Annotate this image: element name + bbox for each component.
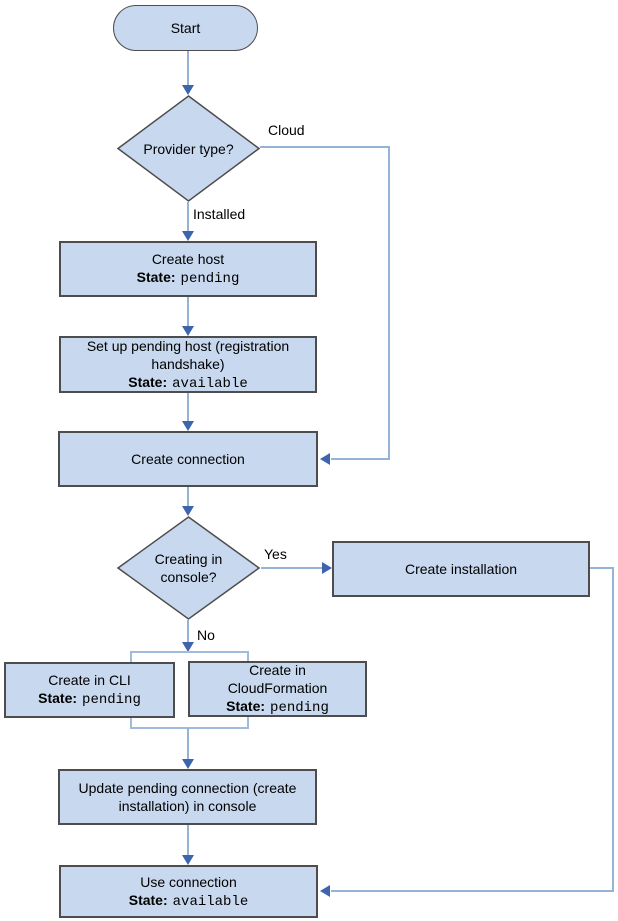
state-value: pending	[82, 692, 141, 708]
edge-installation-down-line	[612, 567, 614, 891]
node-create-in-cli-title: Create in CLI	[48, 672, 131, 688]
state-value: pending	[180, 271, 240, 287]
edge-setup-connection-line	[187, 393, 189, 422]
node-use-connection-state: State:available	[129, 891, 249, 911]
state-value: available	[172, 375, 248, 392]
arrow-down-icon	[182, 231, 194, 241]
diamond-shape	[117, 95, 260, 202]
edge-merge-update-line	[187, 728, 189, 759]
arrow-down-icon	[182, 326, 194, 336]
node-create-connection: Create connection	[58, 431, 318, 487]
node-create-installation-title: Create installation	[404, 561, 518, 577]
node-create-in-cli: Create in CLI State:pending	[4, 662, 175, 718]
node-creating-in-console-decision: Creating in console?	[117, 516, 260, 620]
arrow-down-icon	[182, 759, 194, 769]
edge-label-yes: Yes	[264, 546, 287, 562]
node-create-host-title: Create host	[151, 251, 225, 267]
split-bracket-bottom-line	[130, 727, 249, 729]
arrow-down-icon	[182, 506, 194, 516]
split-bracket-top-line	[130, 651, 249, 653]
arrow-right-icon	[322, 562, 332, 574]
edge-installation-exit-line	[590, 567, 614, 569]
arrow-left-icon	[320, 885, 330, 897]
node-creating-in-console-line2: console?	[160, 569, 217, 585]
node-start: Start	[113, 5, 258, 51]
state-label: State:	[38, 690, 78, 706]
node-setup-pending-host: Set up pending host (registration handsh…	[59, 336, 317, 393]
node-update-pending-connection-line1: Update pending connection (create	[78, 780, 297, 796]
edge-cloud-into-connection-line	[331, 458, 390, 460]
state-label: State:	[128, 891, 168, 908]
edge-installed-line	[187, 202, 189, 232]
edge-label-installed: Installed	[193, 206, 246, 222]
arrow-down-icon	[182, 85, 194, 95]
node-create-in-cli-state: State:pending	[38, 689, 141, 709]
edge-cloud-horizontal-line	[260, 146, 390, 148]
state-label: State:	[136, 269, 176, 285]
state-value: available	[172, 893, 249, 910]
node-start-label: Start	[170, 20, 201, 36]
node-create-installation: Create installation	[332, 541, 590, 597]
node-provider-type-label: Provider type?	[143, 140, 234, 157]
node-create-in-cloudformation: Create in CloudFormation State:pending	[188, 661, 367, 717]
arrow-down-icon	[182, 421, 194, 431]
edge-installation-into-use-line	[331, 890, 614, 892]
arrow-left-icon	[320, 453, 330, 465]
diamond-shape	[117, 516, 260, 620]
edge-update-use-line	[187, 825, 189, 856]
node-create-host-state: State:pending	[137, 268, 240, 288]
node-create-in-cloudformation-line2: CloudFormation	[227, 680, 328, 696]
arrow-down-icon	[182, 855, 194, 865]
node-use-connection-title: Use connection	[140, 873, 237, 890]
state-value: pending	[270, 700, 329, 716]
node-create-in-cloudformation-line1: Create in	[249, 662, 306, 678]
node-creating-in-console-line1: Creating in	[154, 551, 223, 567]
edge-cloud-vertical-line	[388, 146, 390, 459]
node-setup-pending-host-line2: handshake)	[151, 355, 225, 372]
edge-yes-line	[261, 567, 323, 569]
node-create-host: Create host State:pending	[59, 241, 317, 297]
node-setup-pending-host-state: State:available	[128, 373, 248, 393]
edge-no-line	[187, 620, 189, 643]
state-label: State:	[226, 698, 266, 714]
edge-connection-console-line	[187, 487, 189, 507]
node-use-connection: Use connection State:available	[59, 865, 318, 918]
edge-host-setup-line	[187, 297, 189, 327]
node-update-pending-connection-line2: installation) in console	[118, 798, 257, 814]
node-update-pending-connection: Update pending connection (create instal…	[58, 769, 317, 825]
node-setup-pending-host-line1: Set up pending host (registration	[86, 337, 290, 354]
edge-label-no: No	[197, 627, 215, 643]
node-provider-type-decision: Provider type?	[117, 95, 260, 202]
edge-label-cloud: Cloud	[268, 122, 305, 138]
node-create-in-cloudformation-state: State:pending	[226, 697, 329, 717]
arrow-down-icon	[182, 642, 194, 652]
node-create-connection-title: Create connection	[131, 451, 245, 467]
state-label: State:	[128, 373, 168, 390]
edge-start-provider-line	[187, 51, 189, 86]
